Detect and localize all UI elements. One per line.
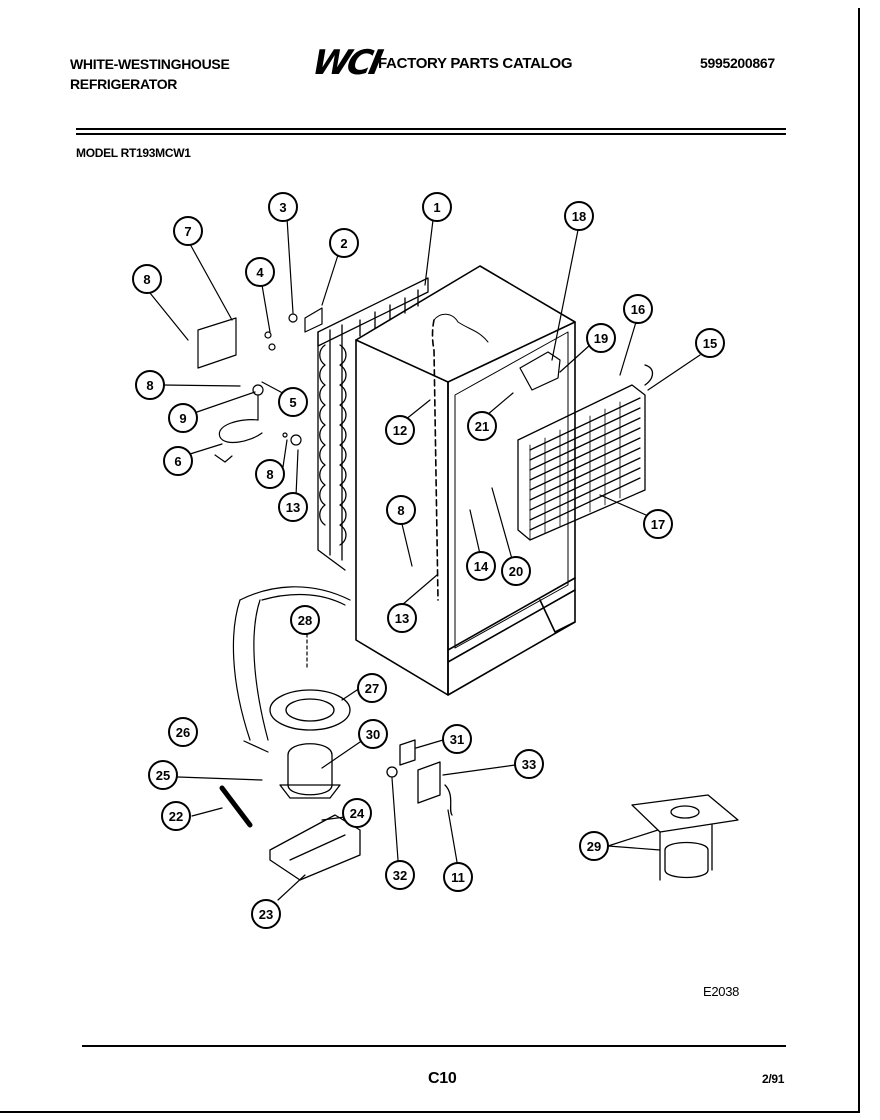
svg-text:13: 13 — [286, 500, 300, 515]
header-rule-top — [76, 128, 786, 130]
svg-text:4: 4 — [256, 265, 264, 280]
callout-28: 28 — [290, 605, 320, 635]
callout-9: 9 — [168, 403, 198, 433]
callout-3: 3 — [268, 192, 298, 222]
svg-text:16: 16 — [631, 302, 645, 317]
svg-text:18: 18 — [572, 209, 586, 224]
callout-8d: 8 — [386, 495, 416, 525]
svg-text:11: 11 — [451, 870, 465, 885]
callout-26: 26 — [168, 717, 198, 747]
svg-text:30: 30 — [366, 727, 380, 742]
callout-20: 20 — [501, 556, 531, 586]
svg-text:12: 12 — [393, 423, 407, 438]
svg-text:29: 29 — [587, 839, 601, 854]
svg-text:31: 31 — [450, 732, 464, 747]
callout-15: 15 — [695, 328, 725, 358]
callout-1: 1 — [422, 192, 452, 222]
callout-5: 5 — [278, 387, 308, 417]
svg-text:33: 33 — [522, 757, 536, 772]
callout-16: 16 — [623, 294, 653, 324]
figure-code: E2038 — [703, 984, 740, 999]
svg-text:9: 9 — [179, 411, 186, 426]
callouts: 1 2 3 4 5 6 7 8 8 8 8 9 11 12 13 13 14 1… — [132, 192, 725, 929]
svg-text:28: 28 — [298, 613, 312, 628]
document-number: 5995200867 — [700, 55, 775, 71]
callout-19: 19 — [586, 323, 616, 353]
callout-31: 31 — [442, 724, 472, 754]
svg-text:32: 32 — [393, 868, 407, 883]
svg-text:3: 3 — [279, 200, 286, 215]
svg-text:6: 6 — [174, 454, 181, 469]
bracket — [519, 351, 561, 391]
catalog-title: FACTORY PARTS CATALOG — [378, 55, 573, 72]
svg-text:17: 17 — [651, 517, 665, 532]
svg-text:21: 21 — [475, 419, 489, 434]
callout-32: 32 — [385, 860, 415, 890]
callout-17: 17 — [643, 509, 673, 539]
model-label: MODEL RT193MCW1 — [76, 146, 191, 160]
svg-text:5: 5 — [289, 395, 296, 410]
callout-29: 29 — [579, 831, 609, 861]
callout-2: 2 — [329, 228, 359, 258]
page-border-bottom — [0, 1111, 860, 1113]
svg-text:26: 26 — [176, 725, 190, 740]
callout-8b: 8 — [135, 370, 165, 400]
fan-motor-assembly — [631, 794, 739, 881]
callout-7: 7 — [173, 216, 203, 246]
svg-text:8: 8 — [143, 272, 150, 287]
callout-25: 25 — [148, 760, 178, 790]
condenser-coil — [317, 277, 429, 571]
svg-text:1: 1 — [433, 200, 440, 215]
callout-27: 27 — [357, 673, 387, 703]
callout-23: 23 — [251, 899, 281, 929]
svg-text:25: 25 — [156, 768, 170, 783]
svg-text:8: 8 — [266, 467, 273, 482]
brand-name: WHITE-WESTINGHOUSE — [70, 56, 230, 72]
svg-text:19: 19 — [594, 331, 608, 346]
page-code: C10 — [428, 1070, 457, 1087]
callout-30: 30 — [358, 719, 388, 749]
evaporator — [517, 364, 654, 541]
leader-lines — [149, 217, 701, 901]
callout-14: 14 — [466, 551, 496, 581]
callout-12: 12 — [385, 415, 415, 445]
svg-text:2: 2 — [340, 236, 347, 251]
callout-11: 11 — [443, 862, 473, 892]
callout-13b: 13 — [387, 603, 417, 633]
page-border-right — [858, 8, 860, 1113]
svg-text:24: 24 — [350, 806, 365, 821]
svg-text:22: 22 — [169, 809, 183, 824]
svg-text:8: 8 — [146, 378, 153, 393]
callout-18: 18 — [564, 201, 594, 231]
compressor — [219, 586, 361, 881]
refrigerator-cabinet — [355, 265, 576, 696]
electrical-components — [386, 739, 453, 816]
callout-21: 21 — [467, 411, 497, 441]
svg-text:27: 27 — [365, 681, 379, 696]
svg-text:7: 7 — [184, 224, 191, 239]
callout-4: 4 — [245, 257, 275, 287]
callout-8c: 8 — [255, 459, 285, 489]
svg-text:8: 8 — [397, 503, 404, 518]
callout-24: 24 — [342, 798, 372, 828]
callout-13a: 13 — [278, 492, 308, 522]
svg-text:14: 14 — [474, 559, 489, 574]
svg-text:15: 15 — [703, 336, 717, 351]
header-rule-bottom — [76, 133, 786, 135]
callout-6: 6 — [163, 446, 193, 476]
callout-22: 22 — [161, 801, 191, 831]
svg-text:20: 20 — [509, 564, 523, 579]
date-code: 2/91 — [762, 1072, 785, 1086]
callout-33: 33 — [514, 749, 544, 779]
small-parts-upper-left — [197, 307, 323, 463]
callout-8a: 8 — [132, 264, 162, 294]
footer-rule — [82, 1045, 786, 1047]
svg-text:13: 13 — [395, 611, 409, 626]
product-type: REFRIGERATOR — [70, 76, 178, 92]
svg-text:23: 23 — [259, 907, 273, 922]
